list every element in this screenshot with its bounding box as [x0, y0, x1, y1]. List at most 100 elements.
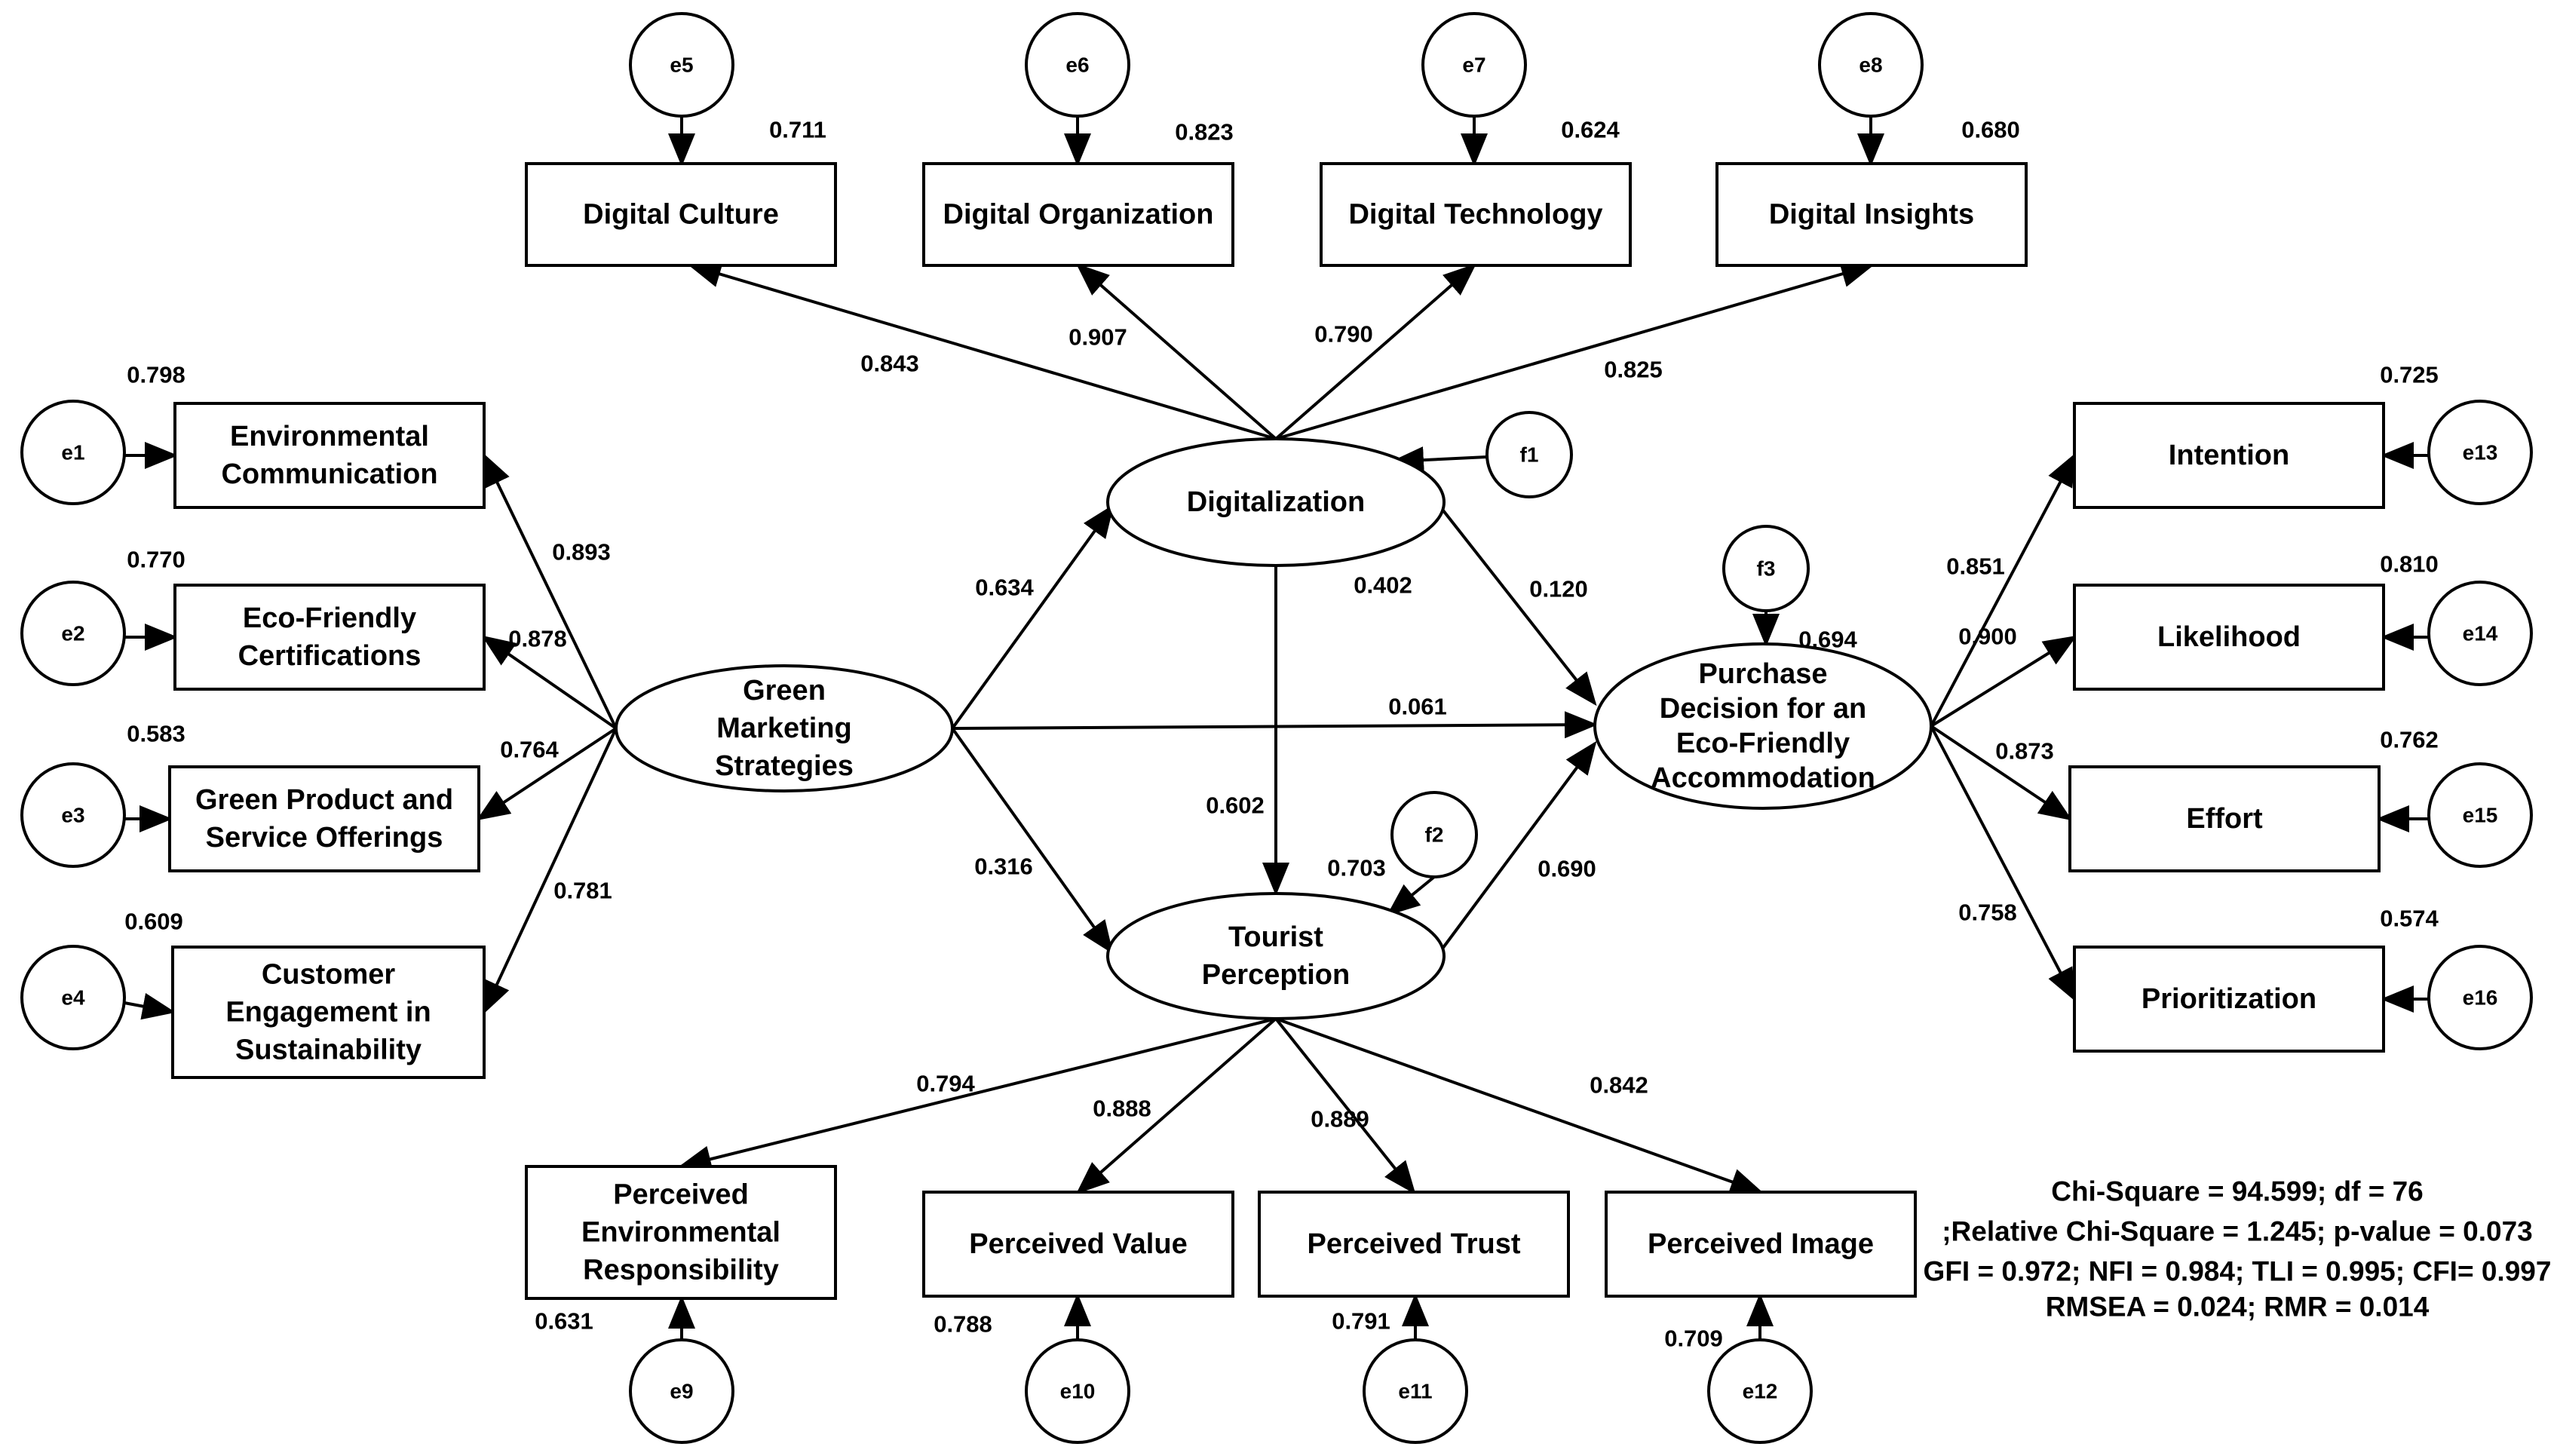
coef-gms-ec: 0.893	[552, 539, 611, 566]
perceived-environmental-responsibility-box	[525, 1165, 837, 1300]
coef-tp-pv: 0.888	[1093, 1096, 1151, 1122]
gms-to-ces	[483, 728, 618, 1015]
perceived-value-box	[922, 1191, 1234, 1298]
tourist-perception-ellipse	[1106, 892, 1446, 1020]
dig-to-pd	[1439, 505, 1597, 707]
customer-engagement-sustainability-label: Engagement in	[225, 997, 431, 1028]
error-e8-circle	[1818, 12, 1924, 118]
coef-e5: 0.711	[769, 117, 826, 143]
error-e13-label: e13	[2463, 441, 2498, 464]
error-e9-label: e9	[670, 1380, 693, 1403]
error-e16-label: e16	[2463, 986, 2498, 1010]
perceived-image-label: Perceived Image	[1648, 1228, 1874, 1260]
green-marketing-strategies-label: Marketing	[716, 713, 851, 744]
coef-e16: 0.574	[2380, 906, 2439, 932]
coef-e1: 0.798	[127, 362, 185, 388]
green-product-service-offerings-label: Service Offerings	[206, 822, 443, 854]
green-marketing-strategies-label: Green	[743, 675, 826, 707]
tp-to-pt	[1274, 1017, 1416, 1195]
environmental-communication-label: Environmental	[230, 421, 429, 452]
coef-tp-pd: 0.690	[1538, 856, 1596, 882]
coef-e8: 0.680	[1961, 117, 2020, 143]
green-marketing-strategies-label: Strategies	[715, 750, 854, 782]
pd-to-pri	[1930, 725, 2076, 1002]
error-e11-circle	[1363, 1338, 1468, 1444]
coef-e11: 0.791	[1332, 1308, 1390, 1335]
error-e1-circle	[20, 400, 126, 505]
green-marketing-strategies-ellipse	[615, 664, 954, 792]
purchase-decision-label: Accommodation	[1651, 762, 1875, 794]
dig-to-do	[1075, 263, 1277, 440]
likelihood-box	[2073, 584, 2385, 691]
perceived-trust-box	[1258, 1191, 1570, 1298]
digital-culture-box	[525, 162, 837, 267]
dig-to-dc	[688, 261, 1277, 440]
perceived-environmental-responsibility-label: Perceived	[613, 1179, 749, 1211]
error-f3-circle	[1722, 525, 1810, 612]
error-e9-circle	[629, 1338, 734, 1444]
effort-label: Effort	[2186, 803, 2263, 835]
coef-gms-efc: 0.878	[508, 626, 567, 652]
error-e2-label: e2	[61, 622, 84, 645]
coef-gms-ces: 0.781	[553, 878, 612, 904]
purchase-decision-label: Purchase	[1698, 658, 1827, 690]
gms-to-gps	[476, 727, 618, 821]
eco-friendly-certifications-label: Certifications	[238, 640, 422, 672]
coef-dig-r2: 0.402	[1354, 572, 1412, 599]
f1-arrow	[1390, 446, 1488, 474]
coef-e14: 0.810	[2380, 551, 2439, 578]
tp-to-pv	[1075, 1017, 1277, 1194]
gms-to-efc	[481, 635, 618, 730]
coef-e10: 0.788	[934, 1311, 992, 1338]
coef-gms-dig: 0.634	[975, 575, 1034, 601]
prioritization-label: Prioritization	[2142, 983, 2316, 1015]
error-e12-label: e12	[1743, 1380, 1778, 1403]
green-product-service-offerings-label: Green Product and	[195, 784, 453, 816]
perceived-value-label: Perceived Value	[969, 1228, 1187, 1260]
gms-to-dig	[951, 504, 1114, 730]
pd-to-eff	[1930, 725, 2073, 821]
coef-pd-r2: 0.694	[1798, 627, 1857, 653]
environmental-communication-box	[173, 402, 486, 509]
coef-tp-pim: 0.842	[1590, 1072, 1648, 1099]
coef-dig-pd: 0.120	[1529, 576, 1588, 602]
tourist-perception-label: Perception	[1202, 959, 1350, 991]
digital-organization-box	[922, 162, 1234, 267]
dig-to-di	[1275, 260, 1875, 440]
error-e7-circle	[1421, 12, 1527, 118]
coef-dig-dc: 0.843	[860, 351, 919, 377]
effort-box	[2068, 765, 2381, 872]
coef-pd-int: 0.851	[1946, 553, 2005, 580]
environmental-communication-label: Communication	[221, 458, 437, 490]
error-e4-label: e4	[61, 986, 85, 1010]
error-f1-circle	[1485, 411, 1573, 498]
perceived-environmental-responsibility-label: Responsibility	[583, 1255, 779, 1286]
fit-index-line: ;Relative Chi-Square = 1.245; p-value = …	[1942, 1216, 2533, 1247]
coef-e6: 0.823	[1175, 119, 1234, 146]
coef-gms-gps: 0.764	[500, 737, 559, 763]
error-f2-circle	[1390, 791, 1478, 878]
customer-engagement-sustainability-box	[171, 946, 486, 1079]
digital-technology-box	[1320, 162, 1632, 267]
error-e4-circle	[20, 945, 126, 1050]
coef-e4: 0.609	[124, 909, 183, 935]
error-e11-label: e11	[1398, 1380, 1432, 1403]
error-e7-label: e7	[1462, 54, 1485, 77]
coef-tp-pt: 0.889	[1311, 1106, 1369, 1133]
coef-e3: 0.583	[127, 721, 185, 747]
green-product-service-offerings-box	[168, 765, 480, 872]
coef-e13: 0.725	[2380, 362, 2439, 388]
error-e3-circle	[20, 762, 126, 868]
perceived-environmental-responsibility-label: Environmental	[581, 1217, 780, 1249]
error-e15-circle	[2427, 762, 2533, 868]
fit-index-line: Chi-Square = 94.599; df = 76	[2051, 1176, 2424, 1207]
error-e14-label: e14	[2463, 622, 2498, 645]
digitalization-label: Digitalization	[1187, 486, 1365, 518]
coef-pd-lik: 0.900	[1958, 624, 2017, 650]
error-e10-label: e10	[1060, 1380, 1096, 1403]
coef-gms-tp: 0.316	[974, 854, 1033, 880]
customer-engagement-sustainability-label: Customer	[262, 959, 396, 991]
gms-to-tp	[951, 727, 1114, 955]
error-f1-label: f1	[1520, 443, 1539, 467]
pd-to-lik	[1930, 635, 2077, 728]
